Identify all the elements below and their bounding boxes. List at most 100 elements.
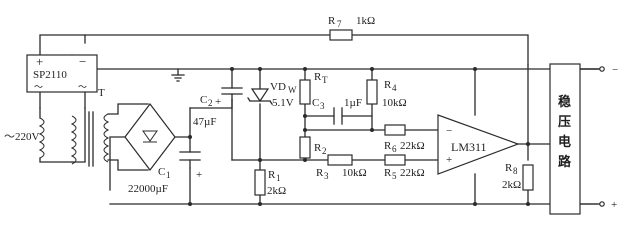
mains-wire [39, 107, 86, 163]
r5-value: 22kΩ [400, 167, 425, 179]
junction [230, 67, 234, 71]
output-minus-terminal [599, 66, 605, 72]
regulator-box [549, 63, 581, 215]
r8-body [522, 164, 534, 191]
regulator-char-4: 路 [558, 154, 572, 169]
c3-value: 1µF [344, 97, 362, 109]
r4-body [366, 79, 378, 105]
r3-value: 10kΩ [342, 167, 367, 179]
resistor-r4: R 4 10kΩ [366, 79, 407, 109]
bridge-neg-wire [109, 136, 126, 191]
junction [303, 128, 307, 132]
junction [370, 128, 374, 132]
c1-value: 22000µF [128, 183, 168, 195]
opamp-triangle [437, 114, 520, 175]
top-feedback-wire [84, 34, 529, 66]
junction [258, 202, 262, 206]
resistor-r6: R 6 22kΩ [384, 124, 425, 154]
r5-name: R [384, 167, 392, 179]
output-plus-label: + [611, 199, 617, 211]
junction [370, 67, 374, 71]
c1-name: C [158, 166, 165, 178]
r6-name: R [384, 140, 392, 152]
r7-body [329, 29, 353, 41]
r5-body [384, 154, 406, 166]
junction [473, 202, 477, 206]
opamp-minus: − [446, 125, 452, 137]
r8-name: R [505, 162, 513, 174]
r1-body [254, 169, 266, 196]
opamp-lm311: − + LM311 [437, 114, 520, 175]
c2-sub: 2 [208, 98, 213, 108]
ground-symbol [171, 74, 185, 82]
bridge-pos-wire [174, 107, 191, 138]
junction [303, 67, 307, 71]
vdw-value: 5.1V [272, 97, 294, 109]
r6-body [384, 124, 406, 136]
c1-sub: 1 [166, 170, 171, 180]
sp2110-ac-left: ～ [34, 82, 43, 92]
output-terminals: − + [599, 64, 618, 211]
zener-vdw: VD W 5.1V [247, 81, 297, 109]
bridge-rectifier [124, 103, 176, 171]
bridge-diode-icon [142, 130, 158, 142]
regulator-char-1: 稳 [558, 94, 571, 109]
transformer-primary-lead [39, 157, 73, 163]
sp2110-minus: − [79, 54, 86, 69]
sp2110-module: SP2110 + − ～ ～ [26, 54, 98, 93]
regulator-char-3: 电 [558, 134, 571, 149]
junction-dots [188, 67, 530, 206]
r3-name: R [316, 167, 324, 179]
mains-source: ～220V [4, 131, 39, 143]
r3-sub: 3 [324, 171, 329, 181]
capacitor-c2: C 2 + 47µF [193, 87, 243, 128]
r7-value: 1kΩ [356, 15, 375, 27]
resistor-r2: R 2 [299, 136, 327, 159]
sp2110-ac-right: ～ [78, 82, 87, 92]
r4-value: 10kΩ [382, 97, 407, 109]
capacitor-c1: + C 1 22000µF [128, 151, 202, 195]
c2-value: 47µF [193, 116, 216, 128]
c2-name: C [200, 94, 207, 106]
vdw-sub: W [288, 85, 297, 95]
ground-icon [171, 74, 185, 82]
sp2110-box [26, 54, 98, 93]
c1-plus: + [196, 169, 202, 181]
mains-label: ～220V [4, 131, 39, 143]
sp2110-plus: + [36, 54, 43, 69]
junction [303, 114, 307, 118]
r5-sub: 5 [392, 171, 397, 181]
regulator-block: 稳 压 电 路 [549, 63, 581, 215]
r4-name: R [384, 79, 392, 91]
transformer-primary-coil-2 [70, 115, 77, 165]
junction [526, 202, 530, 206]
regulator-char-2: 压 [558, 114, 571, 129]
resistor-rt: R T [299, 71, 328, 105]
zener-triangle [250, 88, 270, 103]
secondary-wire-bottom [107, 159, 149, 171]
rt-sub: T [322, 75, 328, 85]
pos-rail [189, 99, 233, 109]
junction [526, 142, 530, 146]
resistor-r5: R 5 22kΩ [384, 154, 425, 181]
r6-value: 22kΩ [400, 140, 425, 152]
output-plus-terminal [599, 201, 605, 207]
r6-sub: 6 [392, 144, 397, 154]
opamp-plus: + [446, 154, 452, 166]
rt-name: R [314, 71, 322, 83]
r2-name: R [314, 142, 322, 154]
transformer-label: T [98, 87, 105, 99]
resistor-r8: R 8 2kΩ [502, 162, 534, 191]
c3-sub: 3 [320, 101, 325, 111]
sp2110-label: SP2110 [33, 69, 67, 81]
output-minus-label: − [612, 64, 618, 76]
bridge-diamond [124, 103, 176, 171]
vdw-name: VD [270, 81, 286, 93]
transformer: T [38, 87, 110, 167]
c3-name: C [312, 97, 319, 109]
r7-sub: 7 [337, 19, 342, 29]
transformer-secondary-coil [103, 113, 110, 163]
r1-value: 2kΩ [267, 185, 286, 197]
opamp-label: LM311 [451, 140, 487, 154]
sp-plus-wire [39, 34, 86, 56]
